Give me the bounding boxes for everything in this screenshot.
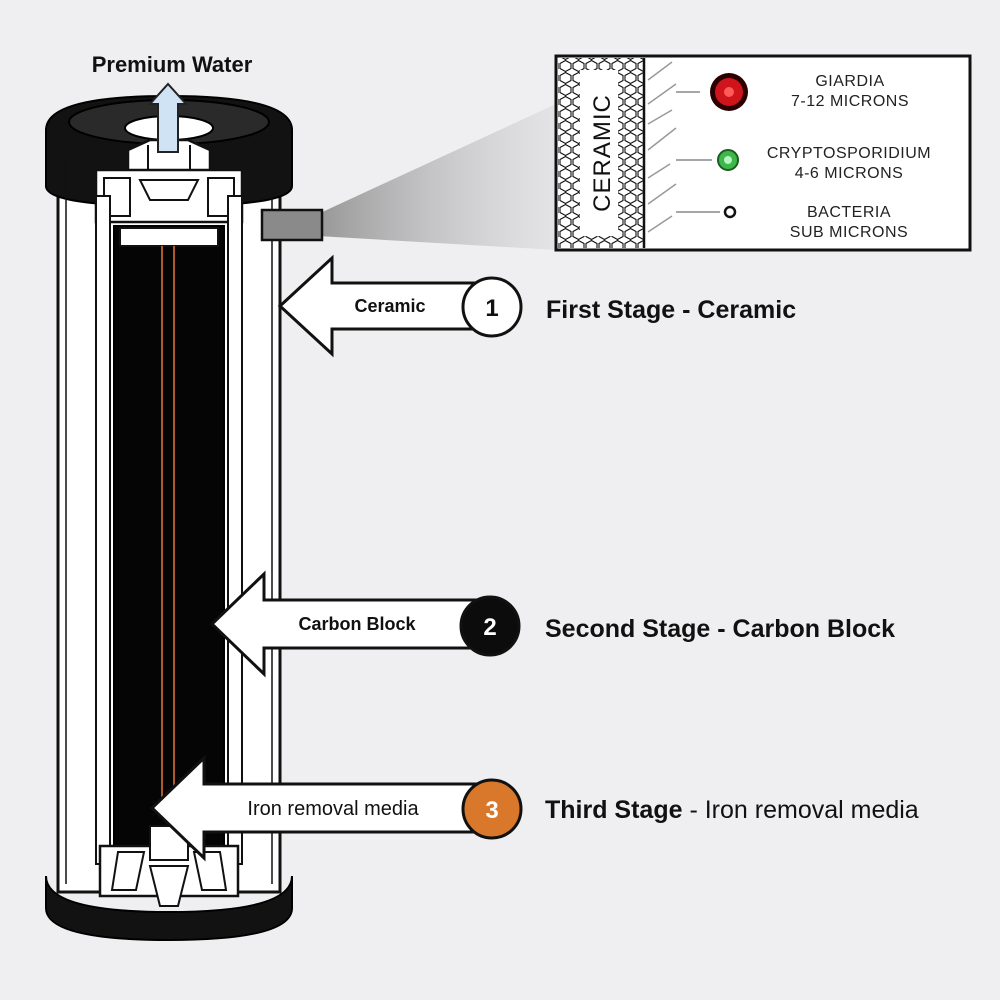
giardia-icon: [710, 73, 748, 111]
magnifier-beam: [318, 104, 556, 250]
incoming-arrows: [676, 91, 720, 213]
cryptosporidium-size: 4-6 MICRONS: [795, 165, 904, 182]
stage-2-number: 2: [483, 614, 496, 641]
bacteria-name: BACTERIA: [807, 204, 891, 221]
deflection-arrows: [647, 61, 677, 233]
bacteria-icon: [723, 205, 737, 219]
giardia-size: 7-12 MICRONS: [791, 93, 909, 110]
stage-3: Iron removal media 3 Third Stage - Iron …: [149, 754, 919, 862]
stage-2-badge: [459, 595, 521, 657]
outlet-arrow: [147, 82, 189, 153]
stage-3-number: 3: [485, 797, 498, 824]
stage-2: Carbon Block 2 Second Stage - Carbon Blo…: [209, 570, 895, 678]
stage-2-title: Second Stage - Carbon Block: [545, 615, 895, 643]
outlet-label: Premium Water: [92, 52, 253, 77]
stage-1-badge: [461, 276, 523, 338]
ceramic-layer-label: CERAMIC: [589, 94, 616, 212]
stage-1: Ceramic 1 First Stage - Ceramic: [277, 254, 796, 358]
stage-1-arrow-label: Ceramic: [354, 296, 425, 316]
inset-marker: [260, 208, 324, 242]
stage-3-title: Third Stage - Iron removal media: [545, 796, 919, 824]
stage-3-badge: [461, 778, 523, 840]
giardia-name: GIARDIA: [815, 73, 884, 90]
stage-1-title: First Stage - Ceramic: [546, 296, 796, 324]
stage-3-arrow-label: Iron removal media: [247, 798, 419, 820]
bacteria-size: SUB MICRONS: [790, 224, 908, 241]
ceramic-inset-panel: CERAMIC GIARDIA 7-12 MICRONS CR: [554, 54, 972, 252]
stage-2-arrow-label: Carbon Block: [298, 614, 416, 634]
stage-1-number: 1: [485, 295, 498, 322]
cryptosporidium-icon: [717, 149, 739, 171]
cryptosporidium-name: CRYPTOSPORIDIUM: [767, 145, 931, 162]
